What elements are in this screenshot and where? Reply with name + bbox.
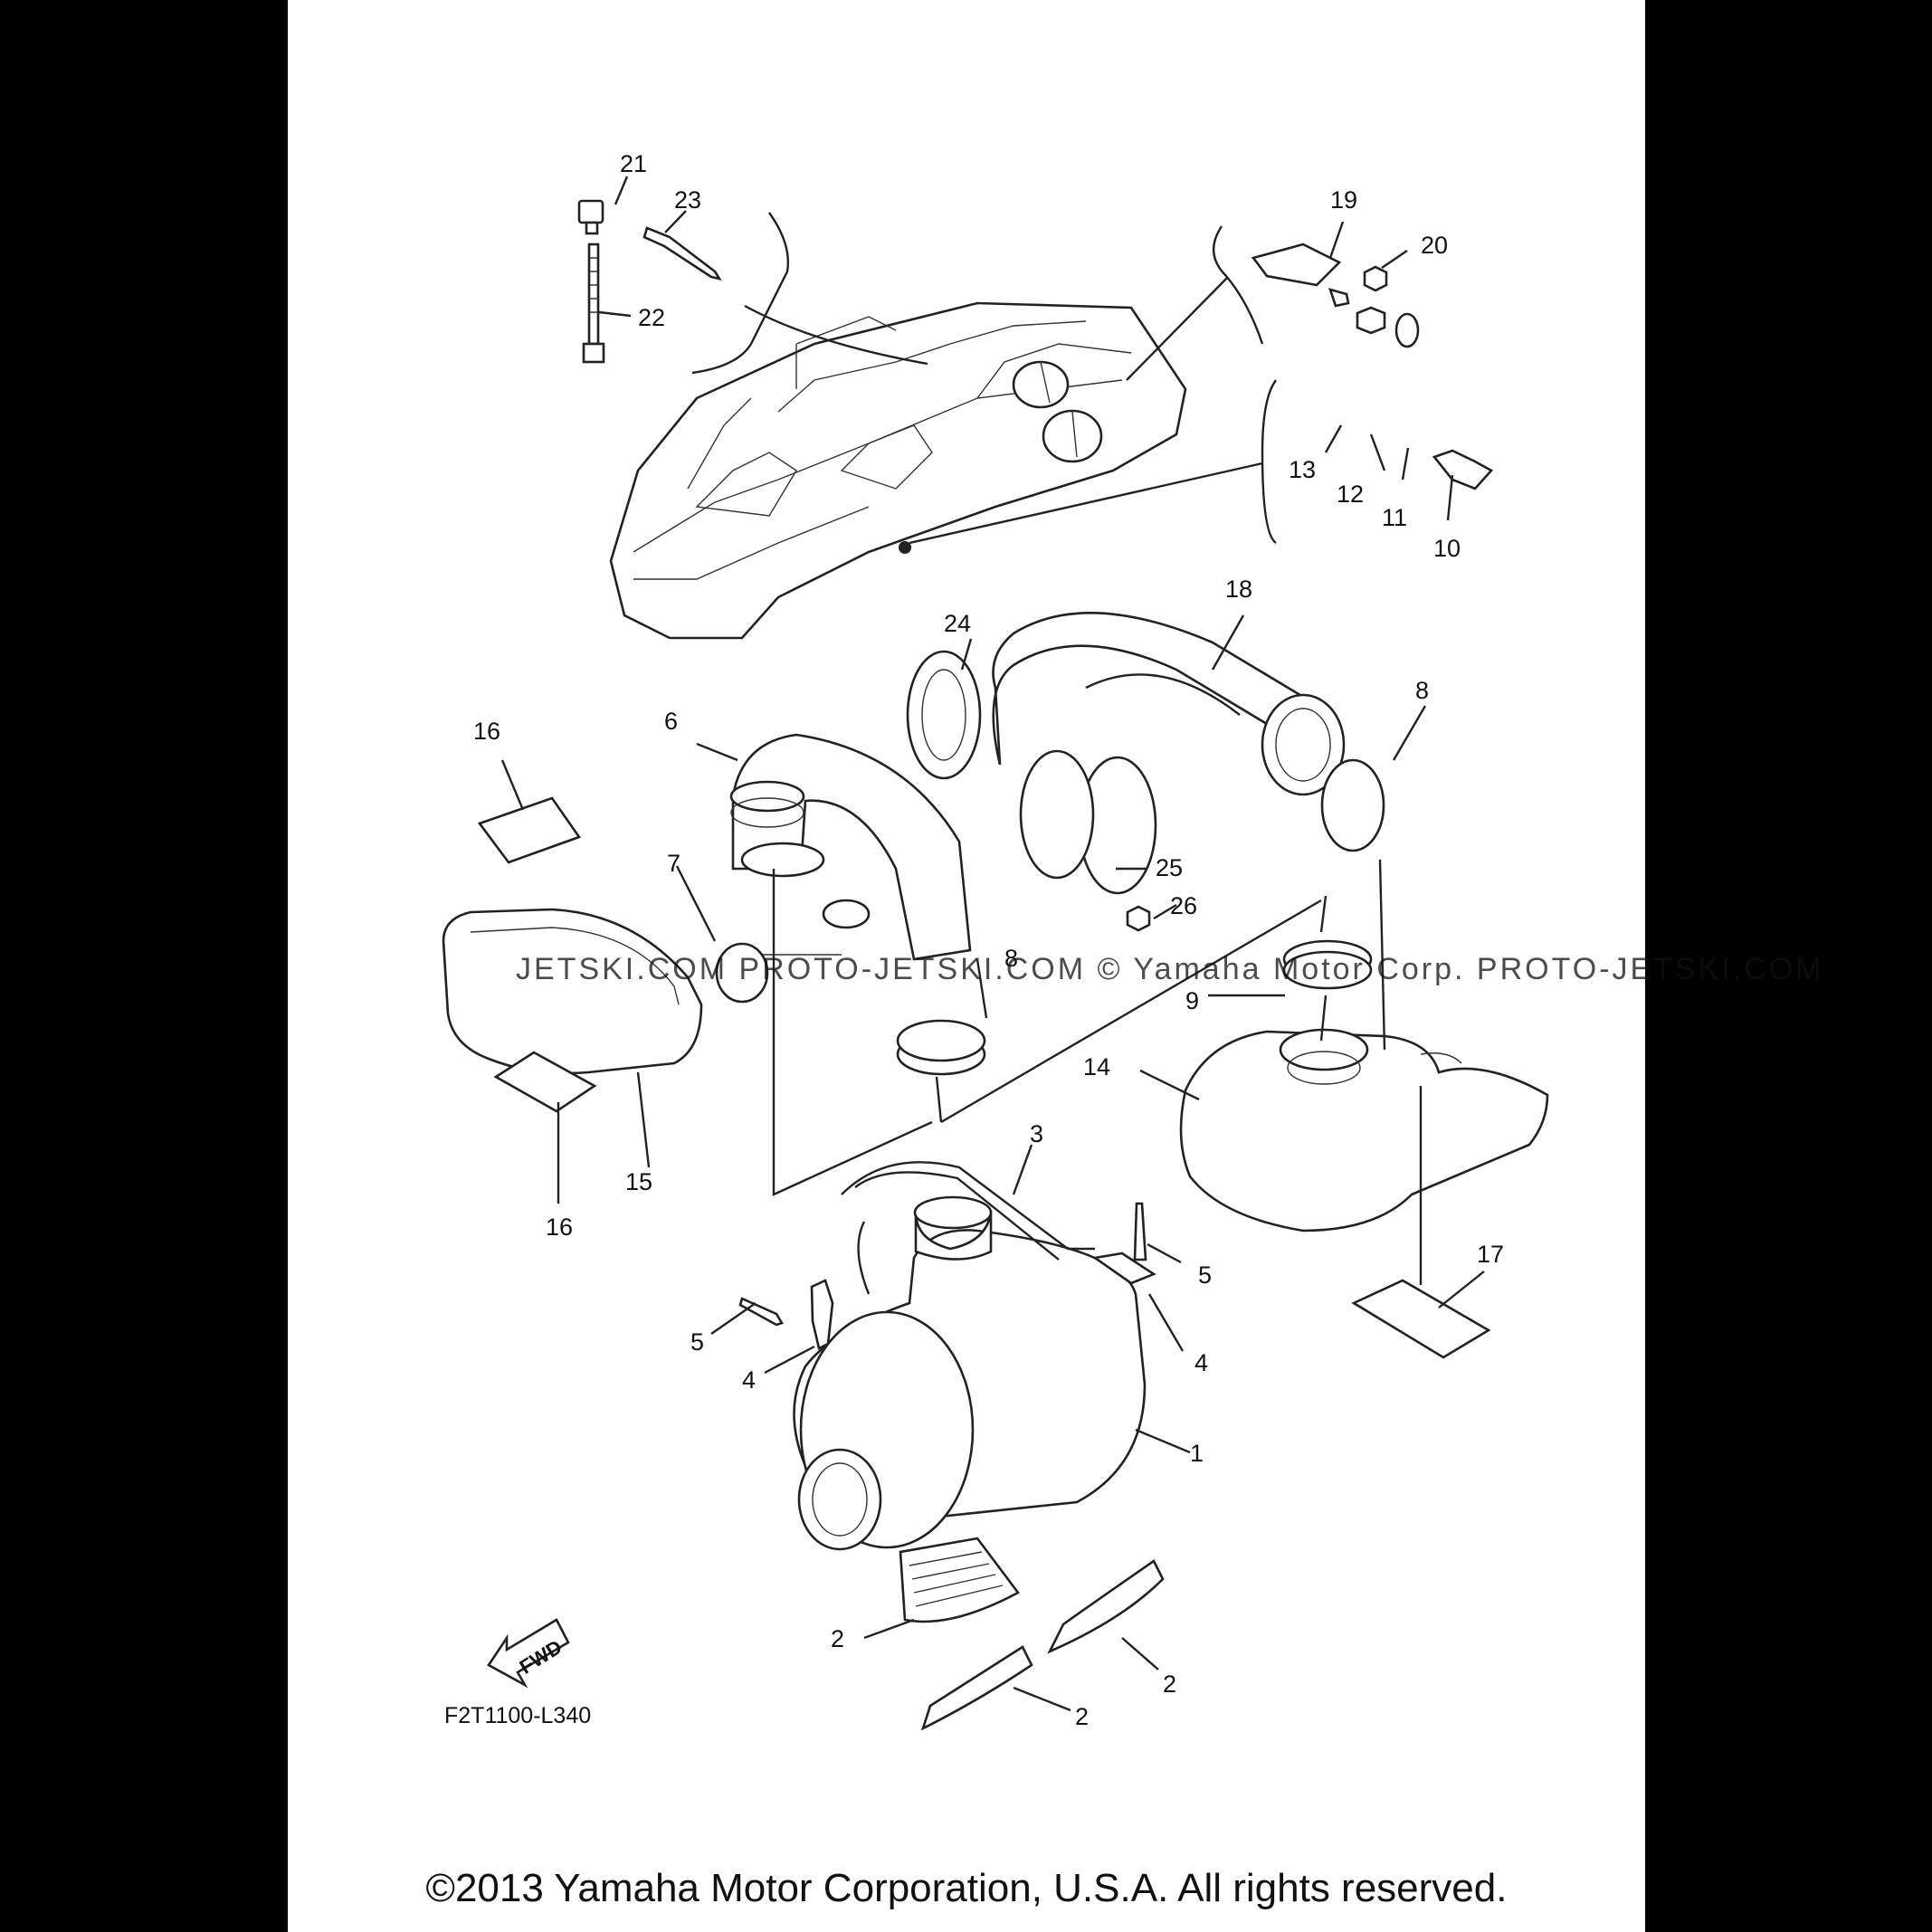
waterbox-part-14	[1179, 939, 1549, 1232]
callout-5b: 5	[1198, 1261, 1212, 1289]
copyright-notice: ©2013 Yamaha Motor Corporation, U.S.A. A…	[425, 1866, 1508, 1910]
clamp-part-8	[822, 758, 1385, 1076]
callout-15: 15	[625, 1168, 652, 1195]
pad-part-17	[1351, 1279, 1491, 1359]
callout-7: 7	[667, 850, 680, 877]
watermark-text: JETSKI.COM PROTO-JETSKI.COM © Yamaha Mot…	[516, 952, 1824, 986]
callout-22: 22	[638, 304, 665, 331]
callout-8b: 8	[1004, 945, 1018, 972]
callout-5a: 5	[690, 1328, 704, 1356]
callout-21: 21	[620, 150, 647, 177]
callout-17: 17	[1477, 1241, 1504, 1268]
muffler-part-1	[738, 1161, 1156, 1551]
callout-labels: 1 2 2 2 3 4 4 5 5 6 7 8 8 9 10 11 12 13 …	[473, 150, 1504, 1730]
callout-1: 1	[1190, 1440, 1204, 1467]
watercraft-illustration	[609, 301, 1187, 640]
pad-parts-16	[477, 796, 597, 1113]
callout-4a: 4	[742, 1366, 756, 1394]
screen-part-25	[1019, 749, 1157, 932]
callout-23: 23	[674, 186, 701, 214]
callout-16a: 16	[473, 718, 500, 745]
callout-12: 12	[1337, 481, 1364, 508]
callout-13: 13	[1289, 456, 1316, 483]
callout-2a: 2	[831, 1625, 844, 1652]
flange-part-24	[906, 650, 982, 780]
callout-2c: 2	[1075, 1703, 1089, 1730]
callout-2b: 2	[1163, 1670, 1176, 1698]
callout-11: 11	[1382, 504, 1407, 531]
callout-16b: 16	[546, 1213, 573, 1241]
callout-24: 24	[944, 610, 971, 637]
silencer-part-15	[442, 908, 703, 1075]
bracket-part-19-20	[1251, 243, 1388, 292]
callout-8a: 8	[1415, 677, 1429, 704]
callout-20: 20	[1421, 232, 1448, 259]
hull-callout-leaders	[691, 212, 1277, 545]
callout-10: 10	[1433, 535, 1461, 562]
callout-19: 19	[1330, 186, 1357, 214]
clamp-part-7	[715, 942, 769, 1004]
elbow-part-6	[729, 733, 972, 961]
callout-leaders	[500, 176, 1485, 1712]
heat-shield-parts-2	[899, 1537, 1165, 1731]
callout-14: 14	[1083, 1053, 1110, 1080]
callout-6: 6	[664, 708, 678, 735]
callout-3: 3	[1030, 1120, 1043, 1147]
diagram-code: F2T1100-L340	[444, 1703, 592, 1728]
callout-4b: 4	[1194, 1349, 1208, 1376]
fwd-arrow-icon: FWD	[487, 1618, 570, 1689]
callout-18: 18	[1225, 576, 1252, 603]
callout-25: 25	[1156, 854, 1183, 881]
clip-parts-21-23	[577, 199, 722, 364]
callout-9: 9	[1185, 987, 1199, 1014]
pipe-part-18	[992, 612, 1346, 796]
fastener-parts-10-13	[1328, 288, 1494, 490]
callout-26: 26	[1170, 892, 1197, 919]
assembly-leader-lines	[772, 859, 1423, 1285]
